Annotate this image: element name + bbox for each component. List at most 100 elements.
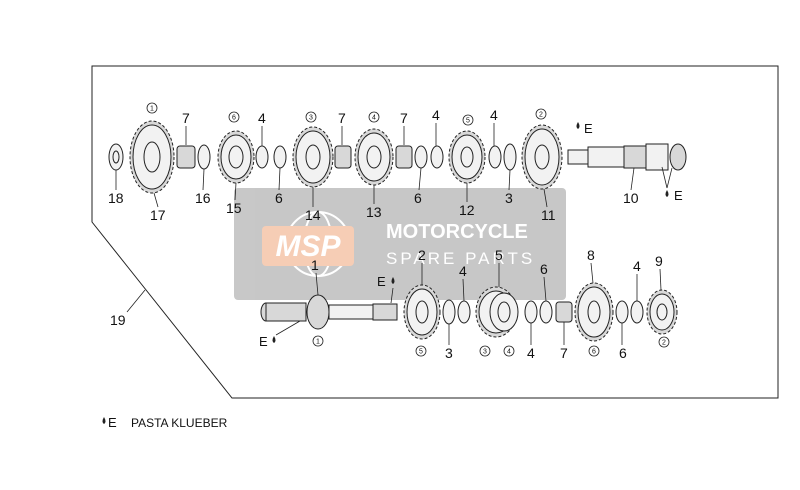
needle-bearing-7c [395,145,413,169]
circlip-4d [457,300,471,324]
e-marker-upper-left: E [584,121,593,136]
gear-mark-4-upper: 4 [368,111,380,123]
gear-mark-1-upper: 1 [146,102,158,114]
callout-10: 10 [623,190,639,206]
watermark: MSP MOTORCYCLE SPARE PARTS [234,188,566,300]
callout-7b: 7 [338,110,346,126]
gear-2 [403,284,441,340]
legend: E PASTA KLUEBER [102,415,228,430]
drop-icon [391,277,395,284]
callout-14: 14 [305,207,321,223]
e-marker-upper-right: E [674,188,683,203]
callout-18: 18 [108,190,124,206]
gear-12 [448,130,486,184]
drop-icon [102,417,106,424]
gear-5 [475,286,519,338]
circlip-4e [524,300,538,324]
callout-17: 17 [150,207,166,223]
ring-3a [503,143,517,171]
ring-3b [442,299,456,325]
svg-text:4: 4 [372,115,376,122]
callout-3b: 3 [445,345,453,361]
callout-9: 9 [655,253,663,269]
svg-text:6: 6 [232,115,236,122]
callout-8: 8 [587,247,595,263]
callout-12: 12 [459,202,475,218]
callout-11: 11 [541,207,556,223]
circlip-4c [488,145,502,169]
e-marker-lower-left: E [259,334,268,349]
callout-3a: 3 [505,190,513,206]
circlip-4b [430,145,444,169]
drop-icon [665,190,669,197]
washer-6c [539,300,553,324]
svg-text:5: 5 [466,118,470,125]
shaft-10 [567,143,687,171]
gear-17 [129,120,175,194]
callout-6a: 6 [275,190,283,206]
needle-bearing-7d [555,301,573,323]
e-marker-lower-top: E [377,274,386,289]
callout-4f: 4 [633,258,641,274]
watermark-line2: SPARE PARTS [386,249,535,268]
gear-mark-5-lower: 5 [415,345,427,357]
needle-bearing-7b [334,145,352,169]
svg-text:1: 1 [316,339,320,346]
main-shaft-1 [260,294,398,330]
assembly-frame [91,65,779,399]
watermark-logo-box [262,226,354,266]
callout-6b: 6 [414,190,422,206]
gear-8 [574,282,614,342]
legend-symbol: E [108,415,117,430]
gear-mark-2-upper: 2 [535,108,547,120]
callout-6d: 6 [619,345,627,361]
drop-icon [272,336,276,343]
callout-5: 5 [495,247,503,263]
svg-text:1: 1 [150,106,154,113]
washer-6a [273,145,287,169]
svg-text:5: 5 [419,349,423,356]
circlip-4a [255,145,269,169]
washer-6d [615,300,629,324]
callout-4b: 4 [432,107,440,123]
callout-19: 19 [110,312,126,328]
needle-bearing-7a [176,145,196,169]
circlip-4f [630,300,644,324]
callout-15: 15 [226,200,242,216]
gear-14 [292,126,334,188]
callout-13: 13 [366,204,382,220]
svg-text:2: 2 [539,112,543,119]
gear-mark-3-lower: 3 [479,345,491,357]
callout-7d: 7 [560,345,568,361]
svg-text:3: 3 [309,115,313,122]
washer-6b [414,145,428,169]
legend-text: PASTA KLUEBER [131,416,228,430]
gear-mark-3-upper: 3 [305,111,317,123]
gear-mark-6-lower: 6 [588,345,600,357]
ring-16 [197,144,211,170]
gear-mark-5-upper: 5 [462,114,474,126]
gear-mark-2-lower: 2 [658,336,670,348]
callout-6c: 6 [540,261,548,277]
gear-9 [646,289,678,335]
gear-mark-4-lower: 4 [503,345,515,357]
callout-4d: 4 [459,263,467,279]
svg-text:3: 3 [483,349,487,356]
callout-4e: 4 [527,345,535,361]
callout-4a: 4 [258,110,266,126]
watermark-line1: MOTORCYCLE [386,221,528,243]
callout-4c: 4 [490,107,498,123]
drop-icon [576,122,580,129]
callout-2: 2 [418,247,426,263]
gear-13 [354,128,394,186]
callout-7a: 7 [182,110,190,126]
callout-1: 1 [311,257,319,273]
gear-mark-1-lower: 1 [312,335,324,347]
gear-15 [217,130,255,184]
callout-16: 16 [195,190,211,206]
watermark-logo: MSP [275,230,341,263]
svg-text:4: 4 [507,349,511,356]
gear-mark-6-upper: 6 [228,111,240,123]
svg-text:6: 6 [592,349,596,356]
